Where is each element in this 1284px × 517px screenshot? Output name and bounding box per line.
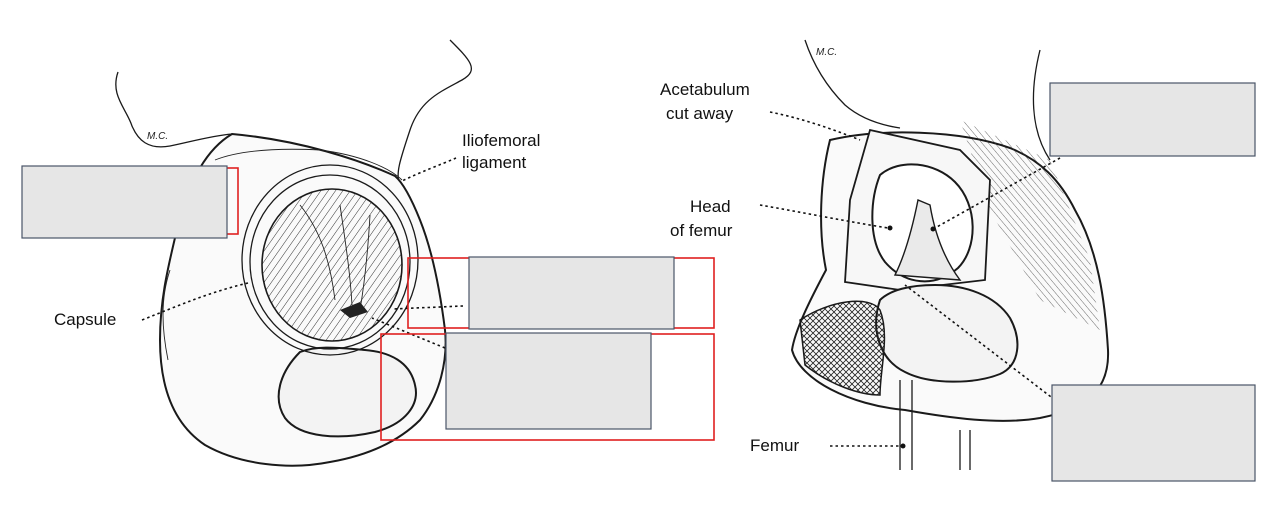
- ischium-edge: [162, 269, 171, 361]
- right-hip-illustration: [790, 39, 1110, 470]
- artist-initials-right: M.C.: [816, 47, 837, 58]
- lower-box-leader: [371, 317, 446, 349]
- middle-box-leader: [391, 305, 464, 310]
- femur-shaft-right: [959, 430, 971, 470]
- answer-box-5[interactable]: [1051, 384, 1256, 482]
- capsule-fibers: [299, 204, 371, 311]
- artist-initials-left: M.C.: [147, 131, 168, 142]
- ilium-outline: [115, 71, 233, 148]
- pelvis-shading: [960, 120, 1100, 330]
- left-hip-illustration: [115, 39, 473, 467]
- right-pelvis-outline: [1032, 49, 1051, 161]
- answer-box-2[interactable]: [468, 256, 675, 330]
- femur-shaft: [899, 380, 913, 470]
- answer-box-3[interactable]: [445, 332, 652, 430]
- acetabulum-leader: [769, 111, 861, 141]
- head-of-femur-leader: [759, 204, 889, 229]
- head-of-femur-dot: [887, 225, 893, 231]
- femur-label: Femur: [750, 436, 799, 455]
- femur-dot: [900, 443, 906, 449]
- acetabulum-label-line2: cut away: [666, 104, 734, 123]
- obturator-foramen: [277, 346, 417, 438]
- head-of-femur-label-line2: of femur: [670, 221, 733, 240]
- capsule-leader: [141, 282, 249, 321]
- iliofemoral-label-line2: ligament: [462, 153, 527, 172]
- right-obturator: [875, 283, 1019, 383]
- capsule-outer-ring: [241, 164, 419, 356]
- ligament-notch: [340, 302, 368, 318]
- capsule-middle-ring: [249, 174, 411, 350]
- answer-box-4[interactable]: [1049, 82, 1256, 157]
- answer-box-1[interactable]: [21, 165, 228, 239]
- rim-shading: [214, 148, 403, 181]
- upper-right-box-dot: [930, 226, 936, 232]
- upper-right-box-leader: [934, 157, 1061, 229]
- ligamentum-teres: [893, 199, 962, 281]
- capsule-inner: [261, 188, 403, 342]
- femur-neck: [799, 300, 886, 396]
- acetabulum-label-line1: Acetabulum: [660, 80, 750, 99]
- lower-right-box-leader: [904, 284, 1056, 401]
- iliofemoral-leader: [399, 157, 457, 183]
- pelvis-upper-outline: [397, 39, 473, 186]
- right-ilium-outline: [804, 39, 901, 129]
- iliofemoral-label-line1: Iliofemoral: [462, 131, 540, 150]
- head-of-femur-label-line1: Head: [690, 197, 731, 216]
- capsule-label: Capsule: [54, 310, 116, 329]
